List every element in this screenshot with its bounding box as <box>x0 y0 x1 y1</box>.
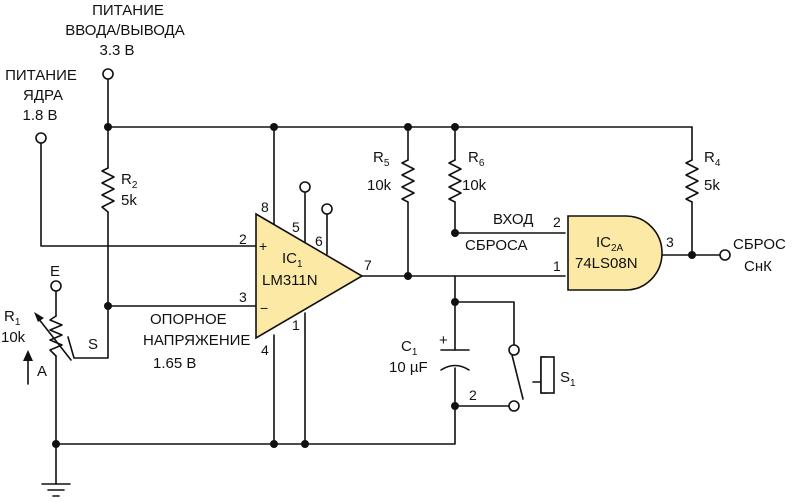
r5-label: R5 <box>373 149 390 169</box>
reset-output-label-2: СнК <box>744 258 772 275</box>
r5-resistor <box>401 159 415 203</box>
r2-resistor <box>101 167 115 213</box>
gate-pin-3: 3 <box>666 234 674 250</box>
comparator-pin-6: 6 <box>315 233 323 249</box>
pin5-terminal <box>299 181 311 193</box>
comparator-part: LM311N <box>262 272 318 289</box>
gate-name: IC2A <box>596 234 624 254</box>
pin6-terminal <box>321 203 333 215</box>
r4-value: 5k <box>704 177 720 194</box>
comparator-pin-1: 1 <box>292 317 300 333</box>
comparator-pin-5: 5 <box>292 219 300 235</box>
switch-label: S1 <box>560 369 576 389</box>
capacitor-label: C1 <box>401 338 418 358</box>
r6-value: 10k <box>462 177 487 194</box>
core-supply-terminal <box>35 132 47 144</box>
switch-pin-2: 2 <box>469 387 477 403</box>
reset-output-label-1: СБРОС <box>733 236 786 253</box>
junction-dots <box>52 123 696 448</box>
r1-label: R1 <box>4 308 21 328</box>
gate-pin-2: 2 <box>553 214 561 230</box>
r4-resistor <box>685 159 699 203</box>
r4-label: R4 <box>704 149 721 169</box>
gate-part: 74LS08N <box>575 255 638 272</box>
capacitor-c1 <box>440 349 470 371</box>
comparator-plus: + <box>259 238 267 254</box>
reset-input-label-2: СБРОСА <box>465 237 528 254</box>
comparator-pin-2: 2 <box>239 231 247 247</box>
capacitor-value: 10 µF <box>389 359 428 376</box>
reference-label-2: НАПРЯЖЕНИЕ <box>143 332 250 349</box>
comparator-pin-7: 7 <box>364 257 372 273</box>
core-supply-label-1: ПИТАНИЕ <box>5 67 77 84</box>
comparator-ic1 <box>255 212 364 340</box>
r1-value: 10k <box>1 329 26 346</box>
r1-e-label: E <box>50 263 60 280</box>
comparator-pin-4: 4 <box>261 342 269 358</box>
r1-wiper-arrow <box>34 312 72 361</box>
ground-icon <box>41 483 71 497</box>
io-supply-label-2: ВВОДА/ВЫВОДА <box>65 22 184 39</box>
r6-label: R6 <box>468 149 485 169</box>
reset-input-label-1: ВХОД <box>493 211 533 228</box>
r1-e-terminal <box>50 280 62 292</box>
direction-arrow-icon <box>23 350 33 385</box>
gate-pin-1: 1 <box>553 258 561 274</box>
wiring <box>40 79 721 485</box>
r1-s-label: S <box>88 336 98 353</box>
reference-label-1: ОПОРНОЕ <box>150 311 227 328</box>
r2-value: 5k <box>121 192 137 209</box>
comparator-minus: − <box>260 300 268 316</box>
reset-output-terminal <box>719 249 731 261</box>
switch-s1 <box>508 344 555 412</box>
comparator-name: IC1 <box>282 250 303 270</box>
core-supply-label-2: ЯДРА <box>23 87 63 104</box>
io-supply-label-1: ПИТАНИЕ <box>92 2 164 19</box>
r2-label: R2 <box>121 171 138 191</box>
comparator-body <box>255 212 364 340</box>
capacitor-polarity: + <box>439 332 448 349</box>
comparator-pin-8: 8 <box>261 199 269 215</box>
and-gate-ic2a <box>567 215 663 291</box>
io-supply-terminal <box>102 68 114 80</box>
reference-value: 1.65 В <box>153 355 196 372</box>
io-supply-value: 3.3 В <box>99 42 134 59</box>
r5-value: 10k <box>367 177 392 194</box>
r1-potentiometer <box>49 315 63 357</box>
r6-resistor <box>448 159 462 203</box>
comparator-pin-3: 3 <box>239 289 247 305</box>
core-supply-value: 1.8 В <box>22 107 57 124</box>
r1-a-label: A <box>37 363 47 380</box>
